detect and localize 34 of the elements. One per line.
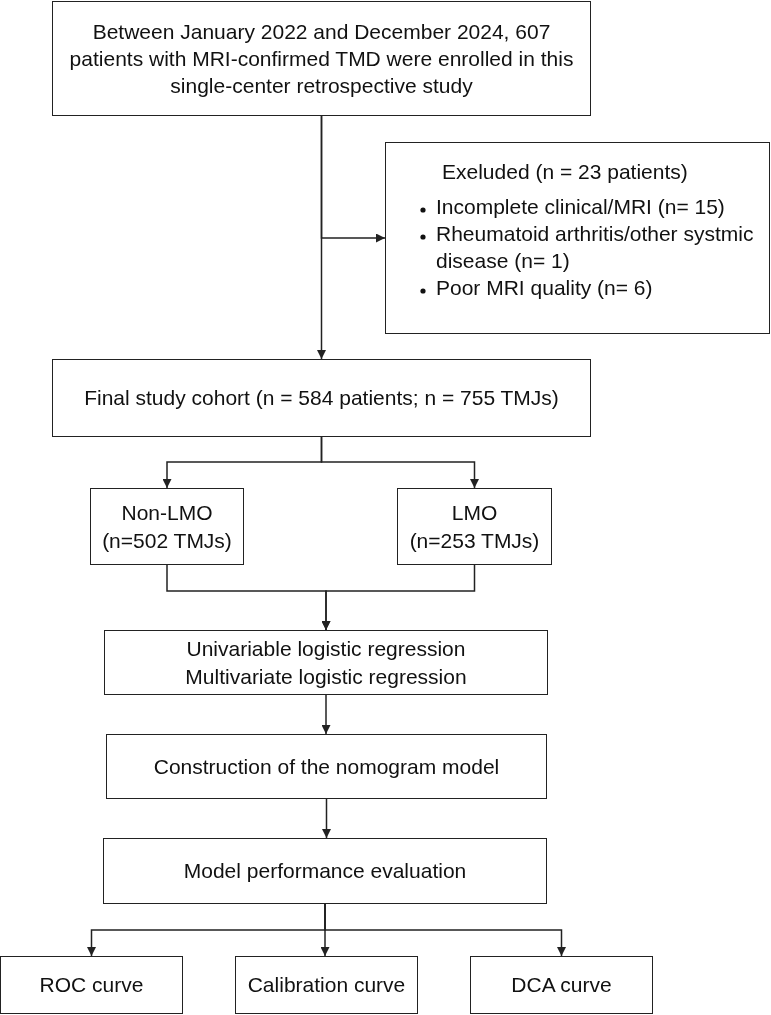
box-text: DCA curve [511,972,612,999]
box-text: Between January 2022 and December 2024, 607 patients with MRI-confirmed TMD were enrolled in this single-center retrospective study [68,18,575,100]
process-box [470,956,653,1014]
box-text: Multivariate logistic regression [185,663,467,690]
bullet-text: Rheumatoid arthritis/other systmic disease (n= 1) [436,220,755,274]
box-text: Non-LMO [121,500,213,527]
process-box [0,956,183,1014]
exclusion-box [385,142,770,334]
process-box [52,359,591,437]
arrow [320,115,386,243]
box-text: Calibration curve [247,972,406,999]
box-text: (n=253 TMJs) [409,527,540,554]
process-box [106,734,547,799]
box-text: Model performance evaluation [183,858,467,885]
process-box [52,1,591,116]
box-text: (n=502 TMJs) [102,527,232,554]
box-heading: Exeluded (n = 23 patients) [442,159,688,185]
box-text: Final study cohort (n = 584 patients; n = 755 TMJs) [84,385,559,412]
box-text: Construction of the nomogram model [153,753,500,780]
box-text: Univariable logistic regression [186,636,466,663]
process-box [90,488,244,565]
process-box [235,956,418,1014]
box-text: ROC curve [39,972,144,999]
process-box [397,488,552,565]
box-text: LMO [451,500,498,527]
arrow [324,903,566,957]
bullet-text: Incomplete clinical/MRI (n= 15) [436,193,725,220]
arrow [321,694,331,735]
process-box [104,630,548,695]
arrow [320,436,479,489]
process-box [103,838,547,904]
arrow [321,564,476,631]
arrow [322,798,331,839]
bullet-text: Poor MRI quality (n= 6) [436,274,653,301]
